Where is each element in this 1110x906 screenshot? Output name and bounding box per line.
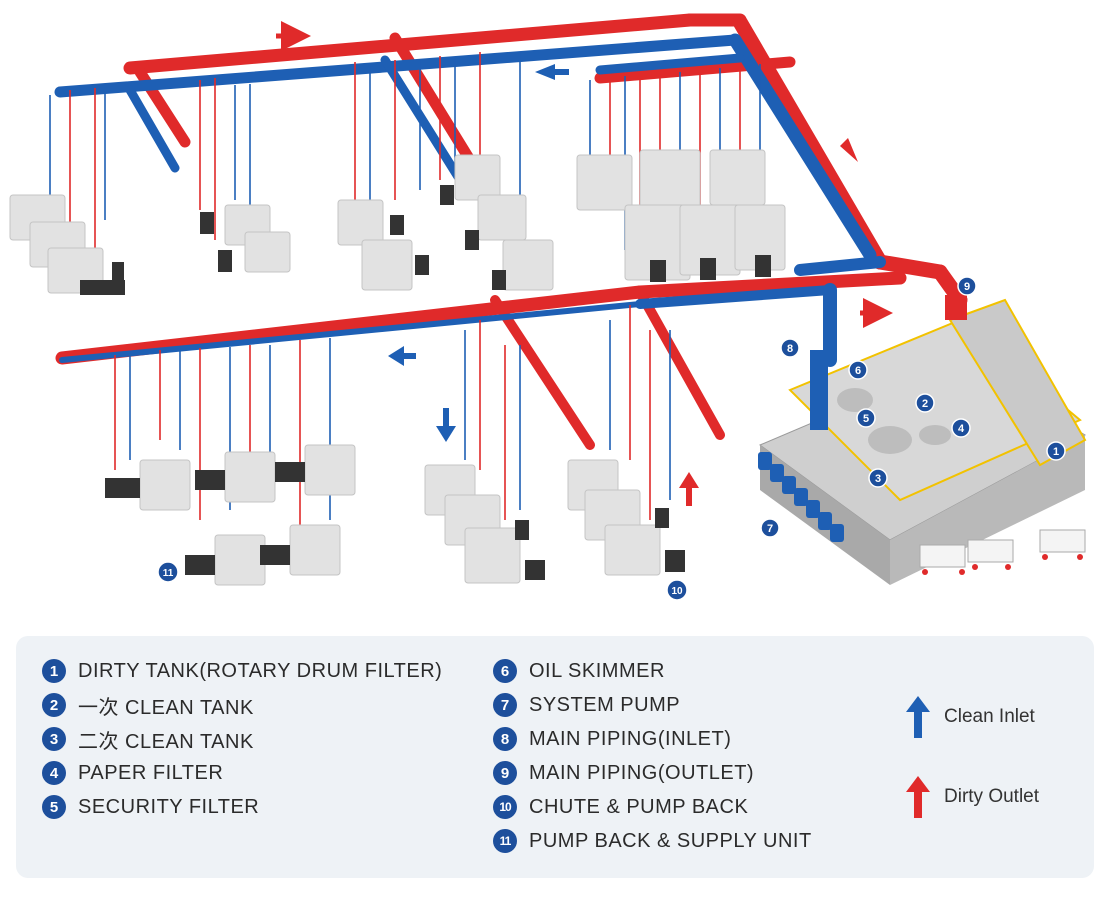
legend-label: MAIN PIPING(OUTLET) — [529, 761, 755, 784]
legend-dirty-outlet: Dirty Outlet — [906, 776, 1039, 818]
lower-dirty-main-pipe — [55, 271, 907, 450]
legend-item-2: 2 一次 CLEAN TANK — [42, 692, 254, 719]
callout-1: 1 — [1046, 441, 1066, 461]
callout-7: 7 — [760, 518, 780, 538]
upper-clean-main-pipe — [54, 33, 877, 262]
legend-label: OIL SKIMMER — [529, 659, 665, 682]
svg-text:9: 9 — [964, 281, 970, 293]
legend-number-badge: 10 — [493, 795, 517, 819]
legend-number-badge: 11 — [493, 829, 517, 853]
arrow-up-blue-icon — [906, 696, 930, 738]
legend-item-5: 5 SECURITY FILTER — [42, 794, 259, 820]
legend-item-11: 11 PUMP BACK & SUPPLY UNIT — [493, 828, 812, 854]
svg-text:1: 1 — [1053, 446, 1059, 458]
piping-system-diagram: 1 2 3 4 5 6 7 8 9 10 11 — [9, 13, 1087, 601]
callout-3: 3 — [868, 468, 888, 488]
svg-text:4: 4 — [958, 423, 965, 435]
callout-2: 2 — [915, 393, 935, 413]
legend-item-6: 6 OIL SKIMMER — [493, 658, 665, 684]
diagram-callouts: 1 2 3 4 5 6 7 8 9 10 11 — [157, 276, 1066, 601]
svg-text:11: 11 — [163, 568, 174, 579]
legend-number-badge: 1 — [42, 659, 66, 683]
filtration-plant — [758, 295, 1087, 585]
legend-label: 一次 CLEAN TANK — [78, 696, 254, 719]
svg-text:3: 3 — [875, 473, 881, 485]
machine-group-upper-left — [9, 194, 291, 294]
svg-text:7: 7 — [767, 523, 773, 535]
dirty-outlet-label: Dirty Outlet — [944, 786, 1040, 807]
callout-4: 4 — [951, 418, 971, 438]
machine-group-upper-right — [576, 149, 786, 281]
machine-group-upper-middle — [337, 154, 554, 291]
legend-item-10: 10 CHUTE & PUMP BACK — [493, 794, 748, 820]
machine-group-lower-middle — [424, 459, 661, 584]
legend-number-badge: 4 — [42, 761, 66, 785]
legend-label: PAPER FILTER — [78, 761, 224, 784]
legend-item-9: 9 MAIN PIPING(OUTLET) — [493, 760, 754, 786]
legend-item-3: 3 二次 CLEAN TANK — [42, 726, 254, 753]
legend-number-badge: 5 — [42, 795, 66, 819]
legend-label: PUMP BACK & SUPPLY UNIT — [529, 829, 812, 852]
svg-text:10: 10 — [671, 586, 683, 597]
legend-label: DIRTY TANK(ROTARY DRUM FILTER) — [78, 659, 443, 682]
pump-units — [80, 185, 771, 580]
callout-5: 5 — [856, 408, 876, 428]
legend-item-1: 1 DIRTY TANK(ROTARY DRUM FILTER) — [42, 658, 442, 684]
svg-text:2: 2 — [922, 398, 928, 410]
legend-number-badge: 6 — [493, 659, 517, 683]
callout-9: 9 — [957, 276, 977, 296]
legend-label: SECURITY FILTER — [78, 795, 260, 818]
legend-item-7: 7 SYSTEM PUMP — [493, 692, 680, 718]
legend-label: MAIN PIPING(INLET) — [529, 727, 732, 750]
legend-label: 二次 CLEAN TANK — [78, 730, 254, 753]
callout-10: 10 — [666, 579, 688, 601]
arrow-up-red-icon — [906, 776, 930, 818]
legend-number-badge: 9 — [493, 761, 517, 785]
legend-number-badge: 3 — [42, 727, 66, 751]
callout-11: 11 — [157, 561, 179, 583]
legend-label: SYSTEM PUMP — [529, 693, 681, 716]
legend-panel: 1 DIRTY TANK(ROTARY DRUM FILTER) 2 一次 CL… — [16, 636, 1094, 878]
legend-label: CHUTE & PUMP BACK — [529, 795, 749, 818]
svg-text:8: 8 — [787, 343, 793, 355]
clean-inlet-label: Clean Inlet — [944, 706, 1035, 727]
legend-item-4: 4 PAPER FILTER — [42, 760, 223, 786]
svg-text:6: 6 — [855, 365, 861, 377]
lower-clean-main-pipe — [59, 256, 886, 367]
legend-number-badge: 2 — [42, 693, 66, 717]
legend-clean-inlet: Clean Inlet — [906, 696, 1035, 738]
svg-text:5: 5 — [863, 413, 869, 425]
callout-6: 6 — [848, 360, 868, 380]
legend-item-8: 8 MAIN PIPING(INLET) — [493, 726, 731, 752]
callout-8: 8 — [780, 338, 800, 358]
flow-arrows — [276, 21, 893, 506]
legend-number-badge: 8 — [493, 727, 517, 751]
legend-number-badge: 7 — [493, 693, 517, 717]
